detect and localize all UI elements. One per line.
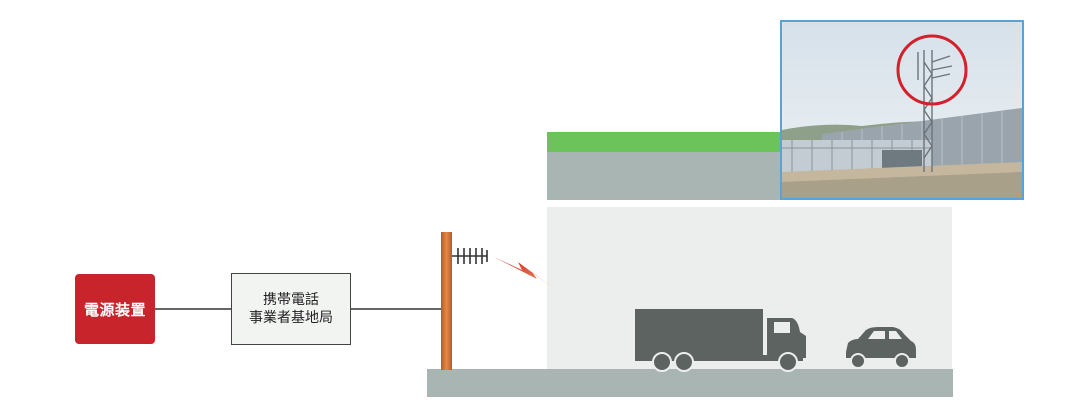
radio-signal-icon — [494, 257, 556, 290]
base-station-label-line2: 事業者基地局 — [249, 309, 333, 327]
tunnel-roof — [547, 152, 797, 200]
base-station-box: 携帯電話 事業者基地局 — [231, 273, 351, 345]
antenna-pole — [441, 232, 452, 370]
power-unit-label: 電源装置 — [84, 299, 146, 320]
tunnel-roof-green — [547, 132, 797, 152]
site-photo-illustration — [782, 22, 1022, 198]
base-station-label-line1: 携帯電話 — [263, 291, 319, 309]
site-photo — [780, 20, 1024, 200]
ground-strip — [427, 369, 953, 397]
power-unit-box: 電源装置 — [75, 274, 155, 344]
yagi-antenna-icon — [452, 248, 487, 264]
